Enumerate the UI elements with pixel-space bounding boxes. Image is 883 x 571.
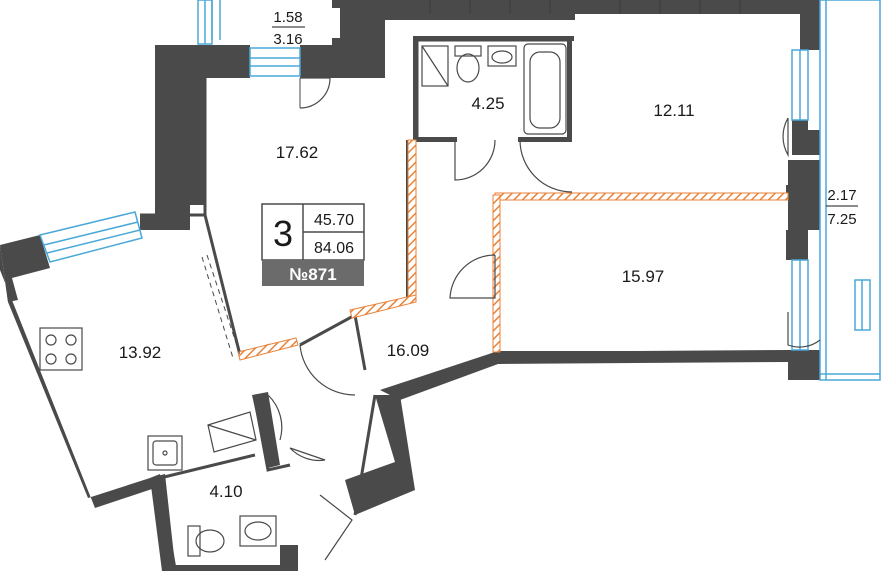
doors: [267, 77, 821, 561]
room-area-kitchen: 13.92: [119, 343, 162, 362]
room-area-bedroom1: 12.11: [653, 101, 694, 120]
wall-texture: [429, 0, 741, 14]
apartment-number: №871: [289, 265, 336, 284]
fixtures: [39, 43, 567, 557]
living-area: 45.70: [314, 212, 354, 229]
room-area-living: 17.62: [276, 143, 319, 162]
balcony-top-area: 1.58: [273, 9, 302, 26]
room-area-bath: 4.25: [471, 94, 504, 113]
dark-partitions: [150, 36, 820, 568]
balcony-top: [211, 0, 221, 40]
rooms-count: 3: [273, 213, 293, 254]
balcony-right: [819, 0, 881, 381]
room-area-hall: 16.09: [387, 341, 430, 360]
toilet-icon: [454, 45, 482, 83]
kitchen-sink-icon: [147, 435, 183, 471]
windows: [39, 0, 809, 351]
bathtub-icon: [523, 43, 567, 135]
sink-icon: [487, 45, 517, 67]
balcony-top-area-total: 3.16: [273, 31, 302, 48]
wc-toilet-icon: [187, 525, 225, 557]
room-area-bedroom2: 15.97: [622, 267, 665, 286]
stove-icon: [39, 327, 83, 371]
wc-sink-icon: [239, 515, 277, 547]
balcony-right-area-total: 7.25: [827, 211, 856, 228]
room-area-wc: 4.10: [209, 482, 242, 501]
balcony-right-area: 2.17: [827, 187, 856, 204]
apartment-badge: 3 45.70 84.06 №871: [261, 203, 365, 286]
hatched-partitions: [237, 139, 789, 361]
total-area: 84.06: [314, 240, 354, 257]
